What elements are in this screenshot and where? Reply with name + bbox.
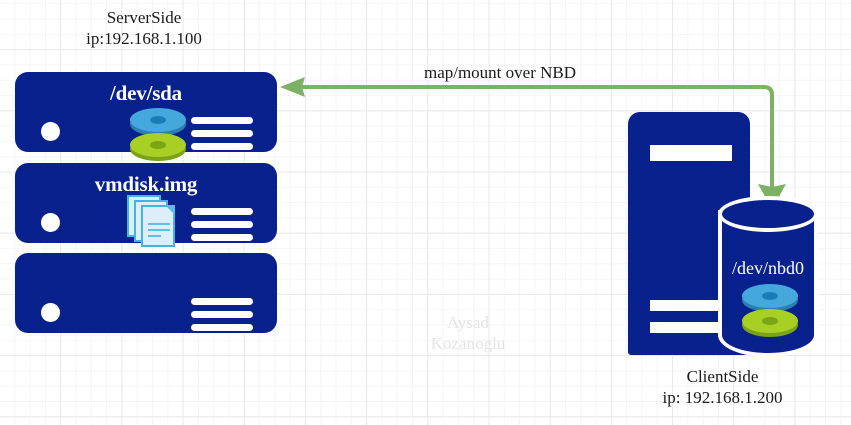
watermark-text: Aysad Kozanoglu [430,313,506,353]
rack-vents-icon [191,298,253,331]
document-text-line [148,223,170,225]
rack-title-dev-sda: /dev/sda [110,81,182,105]
disk-platter-green [742,309,798,333]
client-side-caption: ClientSide ip: 192.168.1.200 [662,367,783,407]
disk-platter-blue [742,284,798,308]
database-cylinder-icon[interactable]: /dev/nbd0 [714,196,822,361]
server-rack-vmdisk-img[interactable]: vmdisk.img [15,163,277,247]
page-fold-icon [165,205,175,215]
connection-label: map/mount over NBD [423,63,577,82]
server-rack-empty[interactable] [15,253,277,333]
server-side-caption: ServerSide ip:192.168.1.100 [86,8,202,48]
nbd-device-label: /dev/nbd0 [732,258,804,278]
power-led-icon [41,303,60,322]
stacked-documents-icon [127,195,181,247]
server-rack-dev-sda[interactable]: /dev/sda [15,72,277,157]
rack-vents-icon [191,208,253,241]
disk-platter-blue [130,108,186,132]
disk-platter-green [130,133,186,157]
document-text-line [148,229,170,231]
tower-drive-slot [650,145,732,161]
stacked-disk-platters-icon [130,108,186,160]
stacked-disk-platters-icon [742,284,798,336]
connector-arrowhead-left [280,77,305,97]
document-sheet-front [141,205,175,247]
tower-drive-slot [650,300,732,311]
power-led-icon [41,213,60,232]
rack-vents-icon [191,117,253,150]
rack-title-vmdisk-img: vmdisk.img [94,172,198,196]
tower-drive-slot [650,322,732,333]
cylinder-top-ellipse [718,196,818,232]
document-text-line [148,235,161,237]
power-led-icon [41,122,60,141]
